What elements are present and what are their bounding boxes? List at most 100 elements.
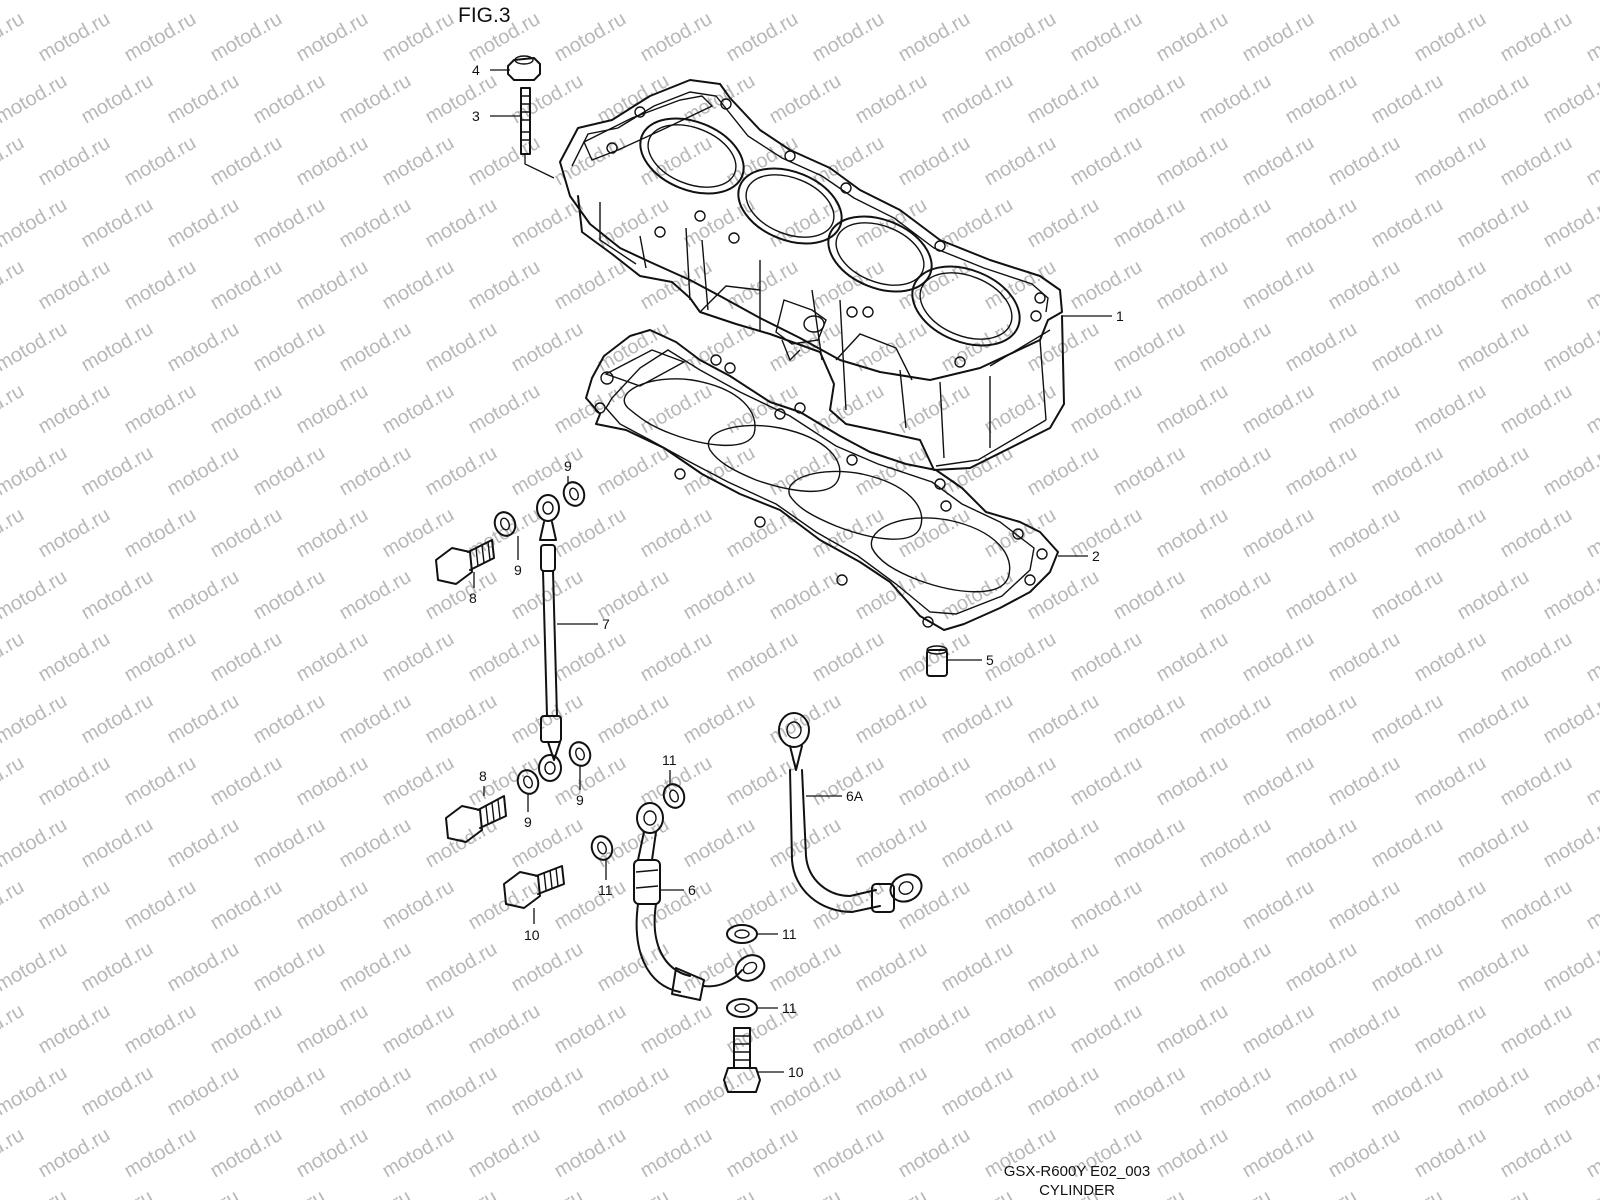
watermark-text: motod.ru — [0, 690, 71, 749]
watermark-text: motod.ru — [766, 0, 845, 4]
watermark-text: motod.ru — [121, 752, 200, 811]
watermark-text: motod.ru — [0, 628, 28, 687]
watermark-text: motod.ru — [680, 938, 759, 997]
watermark-text: motod.ru — [852, 1062, 931, 1121]
watermark-text: motod.ru — [594, 318, 673, 377]
watermark-text: motod.ru — [1497, 752, 1576, 811]
washer-9a — [493, 511, 517, 537]
watermark-text: motod.ru — [164, 814, 243, 873]
watermark-text: motod.ru — [1196, 566, 1275, 625]
watermark-text: motod.ru — [0, 194, 71, 253]
watermark-text: motod.ru — [723, 504, 802, 563]
watermark-text: motod.ru — [78, 318, 157, 377]
watermark-text: motod.ru — [1110, 1062, 1189, 1121]
callout-6a: 6A — [846, 788, 864, 804]
watermark-text: motod.ru — [164, 690, 243, 749]
watermark-text: motod.ru — [1325, 1124, 1404, 1183]
watermark-text: motod.ru — [1024, 70, 1103, 129]
callout-10-left: 10 — [524, 927, 540, 943]
watermark-text: motod.ru — [1067, 1000, 1146, 1059]
watermark-text: motod.ru — [723, 1124, 802, 1183]
watermark-text: motod.ru — [250, 318, 329, 377]
watermark-text: motod.ru — [551, 256, 630, 315]
watermark-text: motod.ru — [250, 814, 329, 873]
watermark-text: motod.ru — [852, 70, 931, 129]
watermark-text: motod.ru — [508, 318, 587, 377]
watermark-text: motod.ru — [250, 70, 329, 129]
watermark-text: motod.ru — [981, 256, 1060, 315]
watermark-text: motod.ru — [1282, 442, 1361, 501]
watermark-text: motod.ru — [1454, 442, 1533, 501]
watermark-text: motod.ru — [1325, 876, 1404, 935]
watermark-text: motod.ru — [1454, 318, 1533, 377]
watermark-text: motod.ru — [1153, 256, 1232, 315]
callout-2: 2 — [1092, 548, 1100, 564]
callout-9-lower-left: 9 — [524, 814, 532, 830]
watermark-text: motod.ru — [293, 132, 372, 191]
watermark-text: motod.ru — [1110, 814, 1189, 873]
watermark-text: motod.ru — [895, 1000, 974, 1059]
watermark-text: motod.ru — [1583, 1124, 1600, 1183]
watermark-text: motod.ru — [379, 628, 458, 687]
callout-10-bottom: 10 — [788, 1064, 804, 1080]
watermark-text: motod.ru — [250, 194, 329, 253]
watermark-text: motod.ru — [723, 628, 802, 687]
callout-9-lower-right: 9 — [576, 792, 584, 808]
watermark-text: motod.ru — [1540, 0, 1600, 4]
watermark-text: motod.ru — [508, 70, 587, 129]
watermark-text: motod.ru — [78, 0, 157, 4]
callout-7: 7 — [602, 616, 610, 632]
watermark-text: motod.ru — [1110, 0, 1189, 4]
watermark-text: motod.ru — [1153, 380, 1232, 439]
watermark-text: motod.ru — [1583, 132, 1600, 191]
watermark-text: motod.ru — [1411, 132, 1490, 191]
watermark-text: motod.ru — [1411, 752, 1490, 811]
watermark-text: motod.ru — [1540, 566, 1600, 625]
watermark-text: motod.ru — [1067, 8, 1146, 67]
watermark-text: motod.ru — [938, 566, 1017, 625]
watermark-text: motod.ru — [680, 814, 759, 873]
watermark-text: motod.ru — [422, 938, 501, 997]
watermark-text: motod.ru — [207, 628, 286, 687]
watermark-text: motod.ru — [250, 938, 329, 997]
watermark-text: motod.ru — [551, 132, 630, 191]
watermark-text: motod.ru — [1411, 256, 1490, 315]
watermark-text: motod.ru — [1497, 132, 1576, 191]
watermark-text: motod.ru — [637, 8, 716, 67]
watermark-text: motod.ru — [121, 132, 200, 191]
watermark-text: motod.ru — [35, 1000, 114, 1059]
watermark-text: motod.ru — [293, 876, 372, 935]
watermark-text: motod.ru — [0, 504, 28, 563]
watermark-text: motod.ru — [938, 1186, 1017, 1200]
watermark-text: motod.ru — [78, 566, 157, 625]
watermark-text: motod.ru — [1110, 1186, 1189, 1200]
watermark-text: motod.ru — [1454, 70, 1533, 129]
watermark-text: motod.ru — [551, 1000, 630, 1059]
watermark-text: motod.ru — [164, 1062, 243, 1121]
watermark-text: motod.ru — [1067, 876, 1146, 935]
watermark-text: motod.ru — [207, 380, 286, 439]
watermark-text: motod.ru — [35, 628, 114, 687]
watermark-text: motod.ru — [379, 256, 458, 315]
watermark-text: motod.ru — [852, 690, 931, 749]
watermark-text: motod.ru — [1368, 194, 1447, 253]
watermark-text: motod.ru — [1497, 256, 1576, 315]
watermark-text: motod.ru — [1368, 938, 1447, 997]
watermark-text: motod.ru — [0, 1124, 28, 1183]
watermark-text: motod.ru — [508, 814, 587, 873]
watermark-text: motod.ru — [293, 504, 372, 563]
figure-title: FIG.3 — [458, 4, 511, 27]
watermark-text: motod.ru — [336, 0, 415, 4]
watermark-text: motod.ru — [35, 752, 114, 811]
watermark-text: motod.ru — [1067, 752, 1146, 811]
watermark-text: motod.ru — [35, 8, 114, 67]
watermark-text: motod.ru — [0, 70, 71, 129]
watermark-text: motod.ru — [1239, 132, 1318, 191]
watermark-text: motod.ru — [637, 1124, 716, 1183]
union-bolt-10-lower — [723, 1027, 761, 1093]
callout-9-left: 9 — [514, 562, 522, 578]
watermark-text: motod.ru — [1024, 1062, 1103, 1121]
watermark-text: motod.ru — [1239, 8, 1318, 67]
watermark-text: motod.ru — [0, 132, 28, 191]
watermark-text: motod.ru — [1024, 814, 1103, 873]
